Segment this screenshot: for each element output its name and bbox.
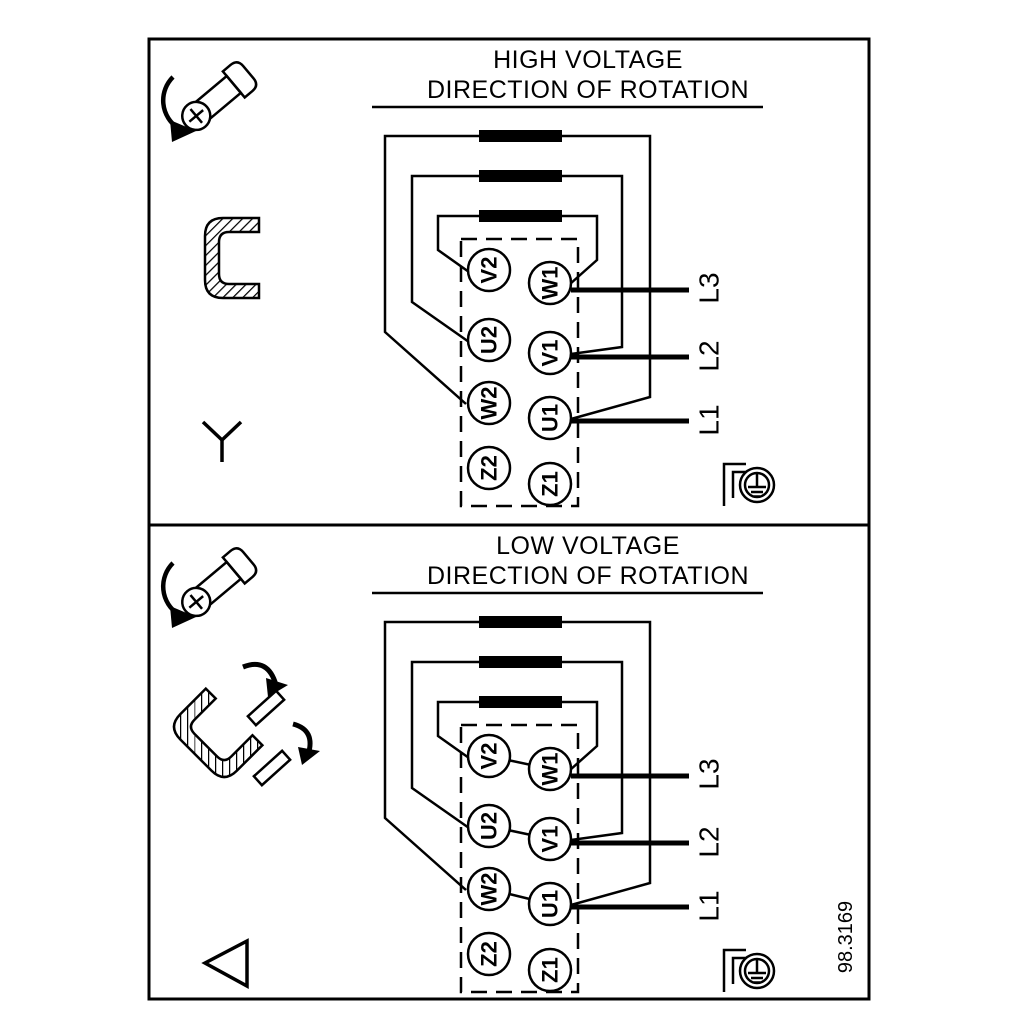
star-symbol-icon <box>201 420 243 462</box>
terminal-label-z2: Z2 <box>477 941 502 967</box>
terminal-label-v2: V2 <box>477 257 502 284</box>
delta-symbol-icon <box>201 938 249 989</box>
supply-label-l1: L1 <box>694 404 725 435</box>
terminal-label-v1: V1 <box>538 340 563 367</box>
supply-label-l2: L2 <box>694 826 725 857</box>
terminal-label-w1: W1 <box>538 753 563 786</box>
removed-link-1 <box>246 689 286 727</box>
supply-label-l2: L2 <box>694 340 725 371</box>
supply-label-l1: L1 <box>694 890 725 921</box>
terminal-label-v1: V1 <box>538 826 563 853</box>
figure-number: 98.3169 <box>835 901 857 973</box>
link-installed-icon <box>203 216 261 300</box>
links-removed-icon <box>166 661 320 787</box>
terminal-label-u2: U2 <box>477 326 502 354</box>
removal-arrow-1-head <box>266 678 288 697</box>
panel-low-voltage: LOW VOLTAGE DIRECTION OF ROTATION V2 U2 … <box>163 532 776 992</box>
removal-arrow-2-head <box>298 747 320 765</box>
terminal-label-u1: U1 <box>538 404 563 432</box>
terminal-label-u1: U1 <box>538 890 563 918</box>
supply-label-l3: L3 <box>694 758 725 789</box>
panel-title: HIGH VOLTAGE <box>493 46 683 74</box>
terminal-label-z2: Z2 <box>477 455 502 481</box>
terminal-label-w2: W2 <box>477 873 502 906</box>
panel-high-voltage: HIGH VOLTAGE DIRECTION OF ROTATION V2 U2… <box>163 46 776 506</box>
removed-link-2 <box>252 749 292 787</box>
terminal-label-z1: Z1 <box>538 957 563 983</box>
supply-label-l3: L3 <box>694 272 725 303</box>
terminal-label-v2: V2 <box>477 743 502 770</box>
terminal-label-z1: Z1 <box>538 471 563 497</box>
figure-border <box>147 37 871 1001</box>
panel-subtitle: DIRECTION OF ROTATION <box>427 76 749 104</box>
terminal-label-w2: W2 <box>477 387 502 420</box>
panel-title: LOW VOLTAGE <box>496 532 680 560</box>
terminal-label-u2: U2 <box>477 812 502 840</box>
panel-subtitle: DIRECTION OF ROTATION <box>427 562 749 590</box>
terminal-label-w1: W1 <box>538 267 563 300</box>
